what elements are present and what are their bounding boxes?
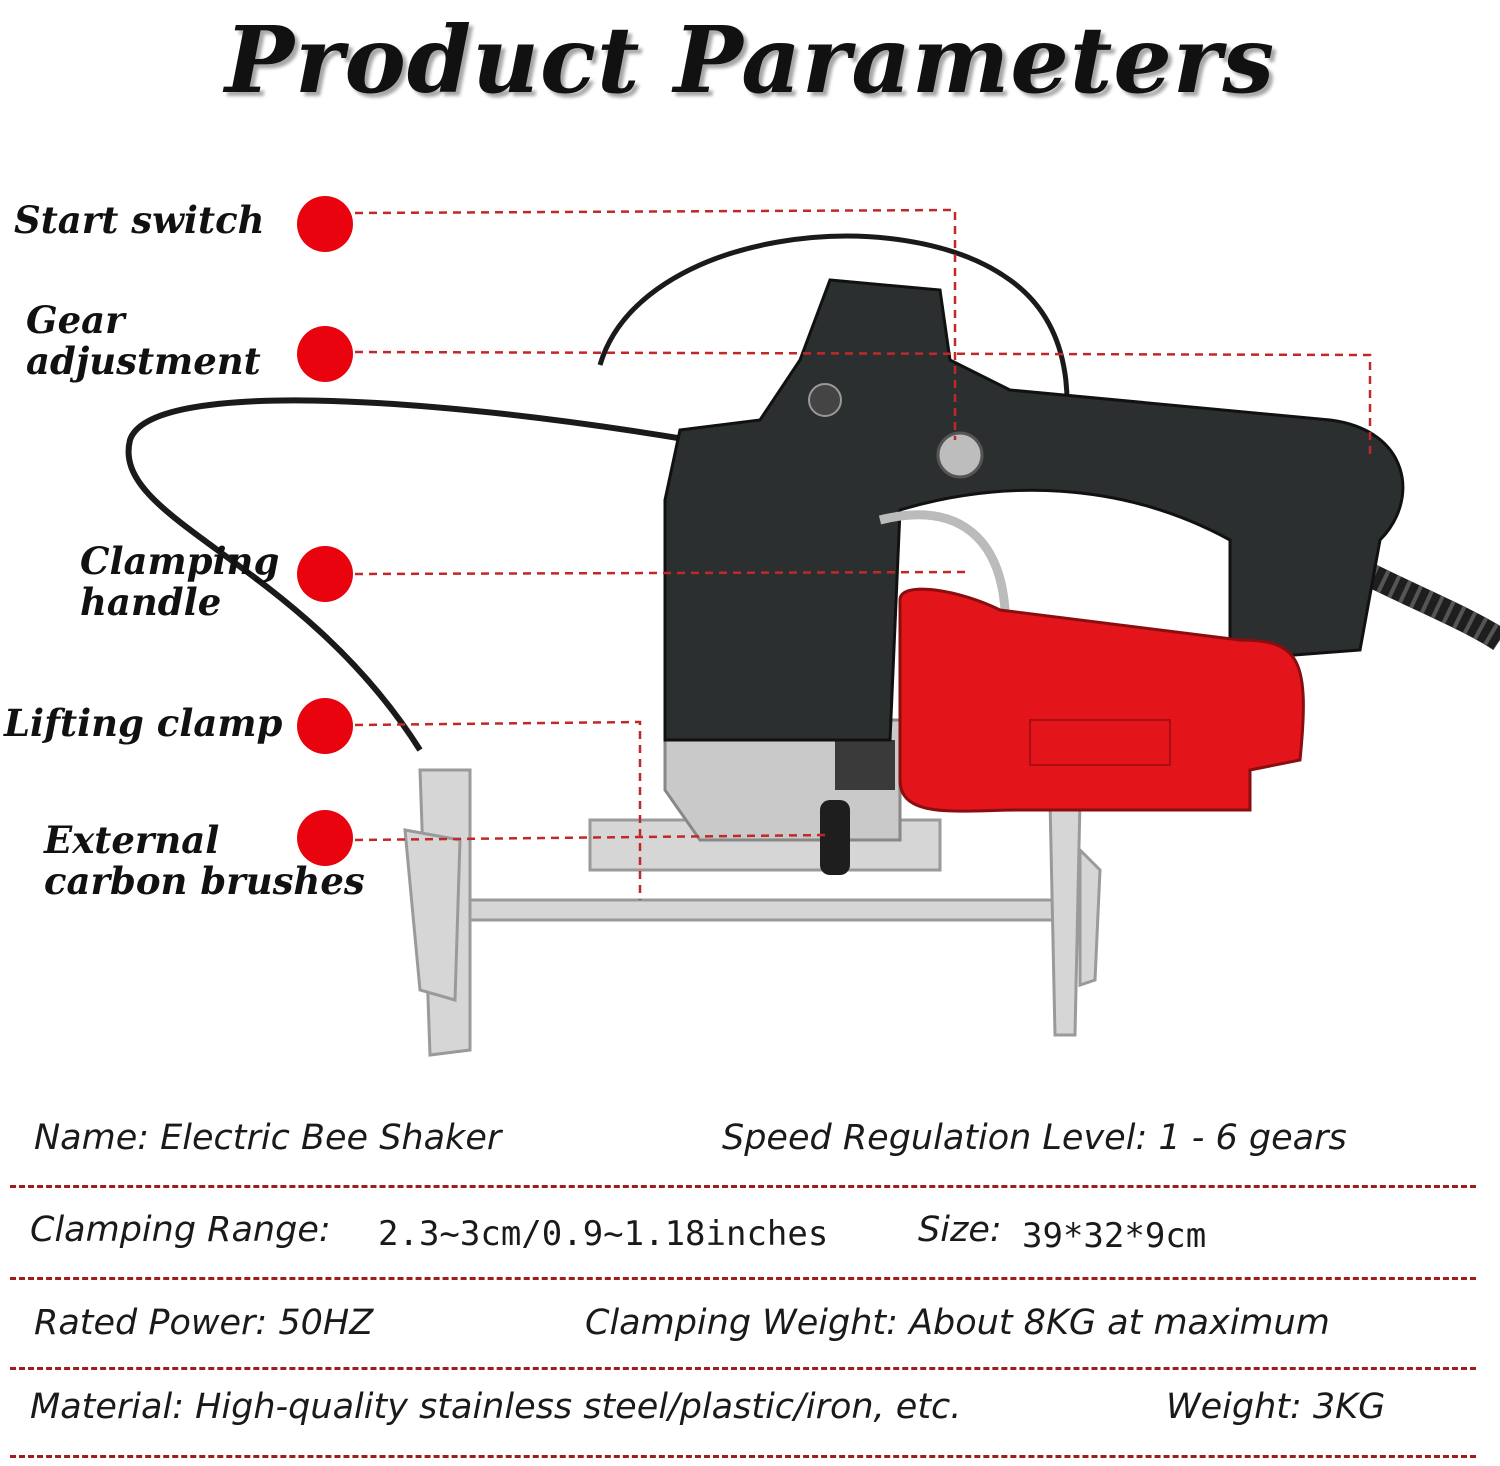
leader-lines — [354, 208, 1372, 900]
lifting-clamp-frame — [403, 768, 1102, 1057]
power-cable — [1354, 559, 1500, 651]
spec-divider — [10, 1367, 1476, 1370]
callout-start-switch: Start switch — [14, 198, 265, 242]
spec-weight: Weight: 3KG — [1166, 1387, 1386, 1427]
spec-size-label: Size: — [918, 1210, 1002, 1250]
spec-clamping-range-label: Clamping Range: — [30, 1210, 331, 1250]
callout-dot-clamping-handle — [297, 546, 353, 602]
callout-external-carbon-brushes: External carbon brushes — [44, 818, 365, 903]
callout-dot-start-switch — [297, 196, 353, 252]
spec-name: Name: Electric Bee Shaker — [34, 1118, 502, 1158]
spec-divider — [10, 1455, 1476, 1458]
clamping-handle-wire — [878, 510, 1010, 611]
gear-knob — [936, 431, 984, 479]
callout-lifting-clamp: Lifting clamp — [4, 701, 283, 745]
top-cord — [597, 233, 1070, 461]
callout-clamping-handle: Clamping handle — [80, 539, 280, 624]
spec-rated-power: Rated Power: 50HZ — [34, 1303, 374, 1343]
spec-speed-regulation: Speed Regulation Level: 1 - 6 gears — [722, 1118, 1347, 1158]
spec-clamping-weight: Clamping Weight: About 8KG at maximum — [585, 1303, 1330, 1343]
callout-dot-external-carbon-brushes — [297, 810, 353, 866]
page-title: Product Parameters — [224, 6, 1276, 114]
callout-gear-adjustment: Gear adjustment — [26, 298, 261, 383]
callout-dot-gear-adjustment — [297, 326, 353, 382]
spec-clamping-range-value: 2.3~3cm/0.9~1.18inches — [378, 1214, 829, 1254]
callout-dot-lifting-clamp — [297, 698, 353, 754]
spec-divider — [10, 1277, 1476, 1280]
spec-divider — [10, 1185, 1476, 1188]
tool-black-body — [663, 278, 1405, 742]
tool-red-motor — [898, 587, 1305, 813]
bee-shaker-illustration — [125, 208, 1500, 1057]
spec-size-value: 39*32*9cm — [1022, 1216, 1207, 1256]
left-cord — [125, 397, 691, 752]
spec-material: Material: High-quality stainless steel/p… — [30, 1387, 962, 1427]
